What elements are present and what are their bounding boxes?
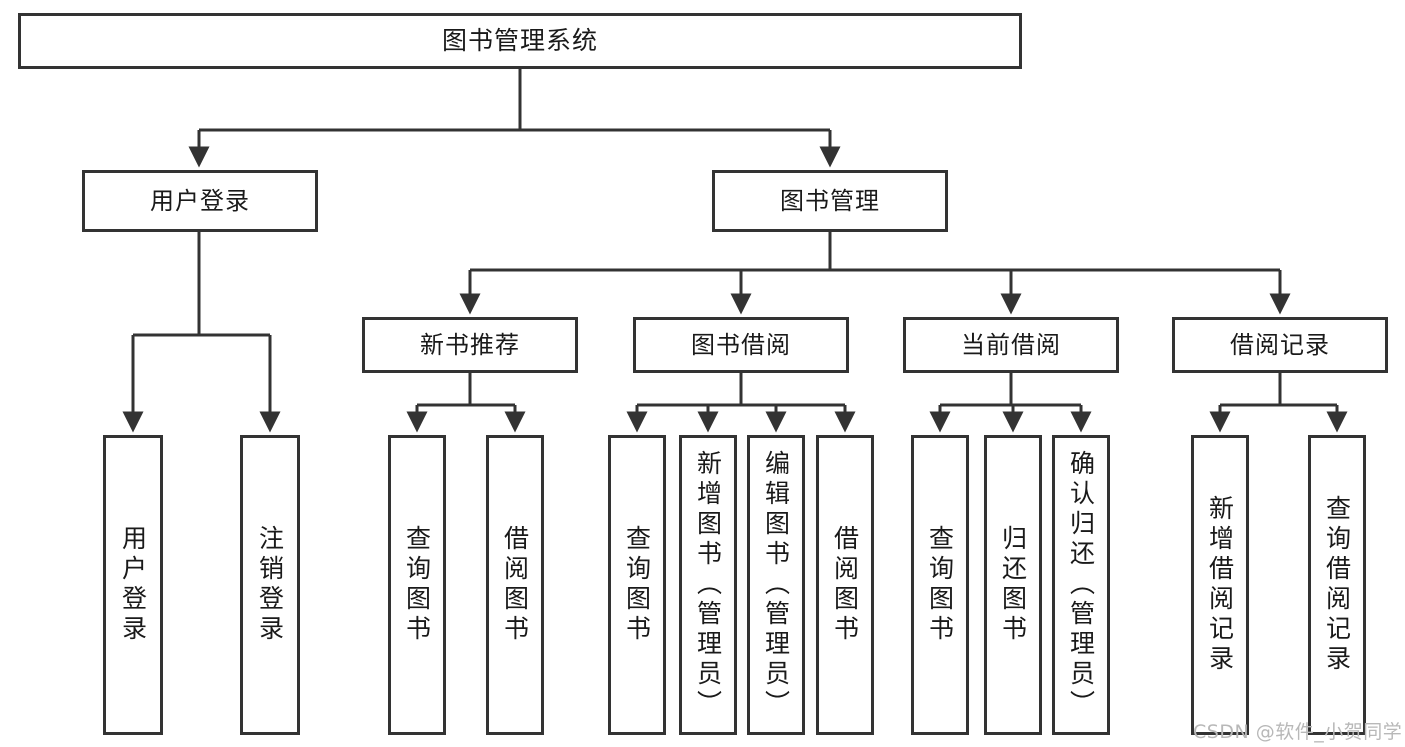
- leaf-node-query-borrow-record[interactable]: 查询借阅记录: [1308, 435, 1366, 735]
- node-label: 图书管理: [780, 186, 880, 215]
- node-label: 用户登录: [118, 525, 148, 645]
- node-label: 借阅图书: [500, 525, 530, 645]
- leaf-node-borrow-book-1[interactable]: 借阅图书: [486, 435, 544, 735]
- leaf-node-borrow-book-2[interactable]: 借阅图书: [816, 435, 874, 735]
- leaf-node-add-borrow-record[interactable]: 新增借阅记录: [1191, 435, 1249, 735]
- leaf-node-confirm-return-admin[interactable]: 确认归还（管理员）: [1052, 435, 1110, 735]
- node-label: 查询图书: [622, 525, 652, 645]
- leaf-node-query-book-2[interactable]: 查询图书: [608, 435, 666, 735]
- leaf-node-add-book-admin[interactable]: 新增图书（管理员）: [679, 435, 737, 735]
- node-label: 图书管理系统: [441, 26, 598, 56]
- leaf-node-user-logout[interactable]: 注销登录: [240, 435, 300, 735]
- node-book-borrow[interactable]: 图书借阅: [633, 317, 849, 373]
- leaf-node-user-login[interactable]: 用户登录: [103, 435, 163, 735]
- node-label: 借阅记录: [1230, 330, 1330, 359]
- node-label: 查询图书: [402, 525, 432, 645]
- node-label: 查询图书: [925, 525, 955, 645]
- node-label: 借阅图书: [830, 525, 860, 645]
- node-label: 编辑图书（管理员）: [761, 450, 791, 720]
- node-label: 查询借阅记录: [1322, 495, 1352, 675]
- leaf-node-query-book-1[interactable]: 查询图书: [388, 435, 446, 735]
- node-label: 新书推荐: [420, 330, 520, 359]
- leaf-node-query-book-3[interactable]: 查询图书: [911, 435, 969, 735]
- node-new-book-recommend[interactable]: 新书推荐: [362, 317, 578, 373]
- node-label: 新增借阅记录: [1205, 495, 1235, 675]
- node-label: 新增图书（管理员）: [693, 450, 723, 720]
- node-book-management[interactable]: 图书管理: [712, 170, 948, 232]
- csdn-watermark: CSDN @软件_小贺同学: [1193, 721, 1403, 743]
- node-label: 用户登录: [150, 186, 250, 215]
- node-system-root[interactable]: 图书管理系统: [18, 13, 1022, 69]
- node-label: 注销登录: [255, 525, 285, 645]
- node-label: 图书借阅: [691, 330, 791, 359]
- node-label: 确认归还（管理员）: [1066, 450, 1096, 720]
- leaf-node-return-book[interactable]: 归还图书: [984, 435, 1042, 735]
- node-current-borrow[interactable]: 当前借阅: [903, 317, 1119, 373]
- leaf-node-edit-book-admin[interactable]: 编辑图书（管理员）: [747, 435, 805, 735]
- node-label: 当前借阅: [961, 330, 1061, 359]
- node-user-login[interactable]: 用户登录: [82, 170, 318, 232]
- node-label: 归还图书: [998, 525, 1028, 645]
- node-borrow-record[interactable]: 借阅记录: [1172, 317, 1388, 373]
